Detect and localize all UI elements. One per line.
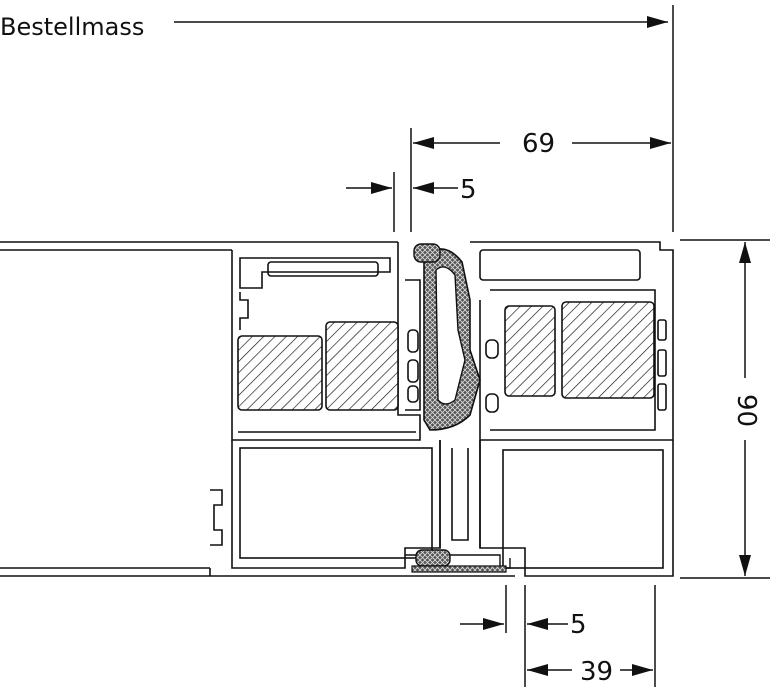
right-sash-clip-1 — [657, 319, 667, 341]
left-sash-inner-web — [405, 279, 421, 411]
left-frame-glazing-bead — [210, 489, 223, 546]
left-insulation-block-1 — [237, 335, 323, 411]
right-frame-profile — [439, 440, 674, 577]
bestellmass-dimension: Bestellmass — [0, 5, 674, 232]
left-sash-nub-1 — [407, 329, 419, 353]
mullion-walls — [439, 440, 481, 548]
dimension-bottom-5-label: 5 — [570, 610, 587, 640]
mullion-center-web — [451, 448, 469, 541]
dimension-bottom-5: 5 — [460, 585, 587, 687]
left-sash-top-chamber — [239, 257, 391, 289]
glass-panes — [0, 241, 515, 577]
bestellmass-label: Bestellmass — [0, 13, 144, 41]
right-frame-outline — [479, 440, 674, 577]
right-frame-chamber — [502, 449, 664, 569]
bottom-seal-body — [415, 549, 451, 567]
left-frame-chamber — [239, 447, 433, 559]
dimension-90-label: 90 — [731, 394, 761, 427]
top-corner-seal — [413, 243, 441, 263]
dimension-39: 39 — [527, 585, 656, 687]
bottom-seal — [405, 549, 511, 573]
right-sash-nub-2 — [485, 393, 499, 413]
center-seal-hollow — [435, 266, 466, 405]
center-seal — [413, 243, 481, 431]
left-insulation-block-2 — [325, 321, 399, 411]
left-insulation-blocks — [237, 321, 399, 411]
right-insulation-block-2 — [561, 301, 655, 399]
right-sash-nub-1 — [485, 339, 499, 359]
right-sash-inner-chamber — [490, 289, 656, 431]
left-sash-top-slot — [267, 261, 379, 277]
dimension-top-5: 5 — [346, 172, 477, 232]
left-frame-outline — [231, 440, 441, 569]
left-sash-clip — [239, 292, 249, 330]
dimension-39-label: 39 — [580, 657, 613, 687]
dimension-69-label: 69 — [522, 129, 555, 159]
dimension-90: 90 — [680, 239, 770, 579]
dimension-top-5-label: 5 — [460, 175, 477, 205]
right-insulation-block-1 — [504, 305, 556, 397]
right-insulation-blocks — [504, 301, 655, 399]
right-sash-clip-2 — [657, 349, 667, 377]
dimension-69: 69 — [410, 128, 671, 232]
bottom-seal-strip — [411, 565, 507, 573]
left-sash-nub-2 — [407, 359, 419, 383]
left-sash-nub-3 — [407, 385, 419, 403]
right-sash-top-chamber — [479, 249, 641, 281]
right-sash-clip-3 — [657, 383, 667, 411]
